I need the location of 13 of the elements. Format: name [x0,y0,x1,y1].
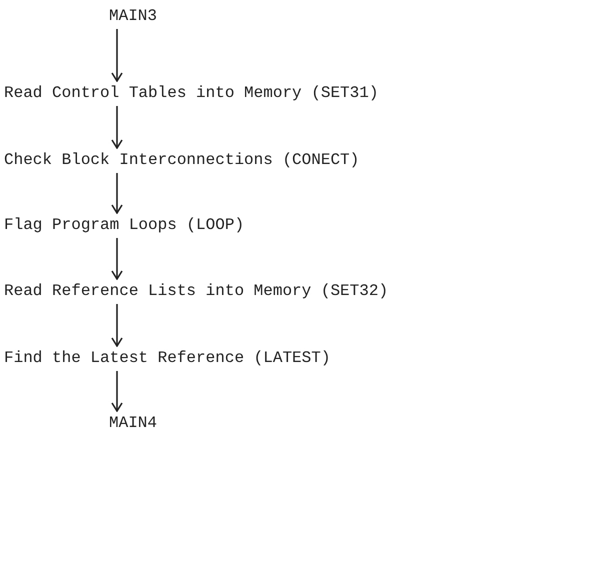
step-text: Read Reference Lists into Memory (SET32) [4,281,388,301]
arrow [111,173,123,214]
arrow [111,238,123,280]
arrow [111,106,123,149]
arrow [111,29,123,82]
step-text: MAIN4 [109,413,158,433]
step-text: MAIN3 [109,6,158,26]
step-text: Read Control Tables into Memory (SET31) [4,83,378,103]
step-text: Check Block Interconnections (CONECT) [4,150,360,170]
step-text: Find the Latest Reference (LATEST) [4,348,330,368]
step-text: Flag Program Loops (LOOP) [4,215,244,235]
arrow [111,371,123,412]
arrow [111,304,123,347]
